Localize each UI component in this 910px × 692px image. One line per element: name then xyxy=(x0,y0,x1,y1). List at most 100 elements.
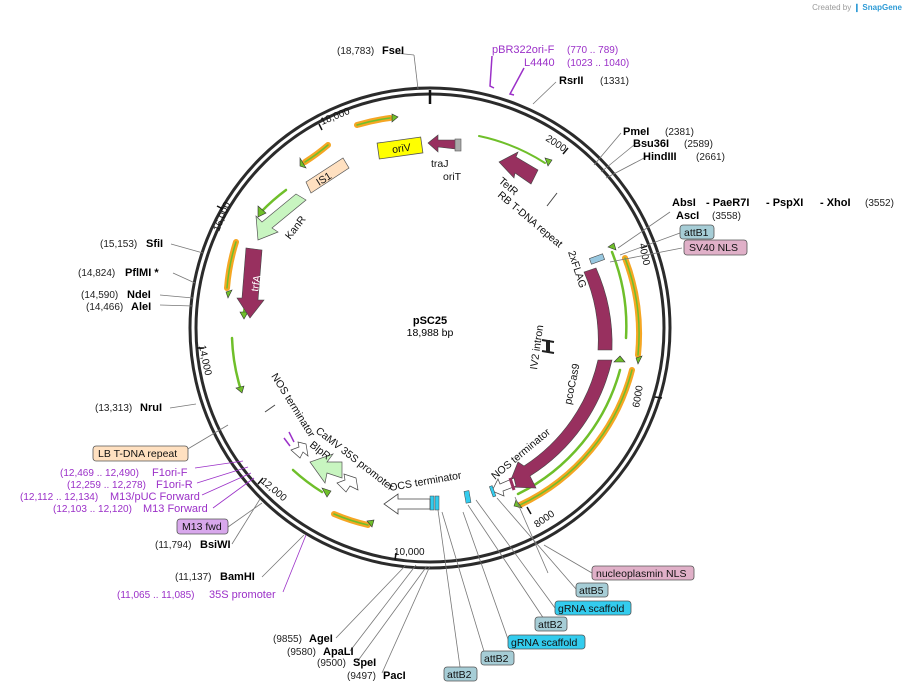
enzyme-SpeI: (9500) SpeI xyxy=(317,657,376,669)
enzyme-BsiWI: (11,794) BsiWI xyxy=(155,539,231,551)
enzyme-ApaLI: (9580) ApaLI xyxy=(287,646,354,658)
box-attB5: attB5 xyxy=(575,582,609,598)
enzyme-name: - XhoI xyxy=(820,197,851,209)
box-gRNA-scaffold-1: gRNA scaffold xyxy=(554,600,632,616)
enzyme-PflMI: (14,824) PflMI * xyxy=(78,267,159,279)
primer-pos: (12,103 .. 12,120) xyxy=(53,504,132,515)
enzyme-pos: (11,137) xyxy=(175,572,212,583)
tick-label: 18,000 xyxy=(319,106,352,128)
snapgene-credit: Created by ❙ SnapGene xyxy=(812,3,902,12)
box-gRNA-scaffold-2: gRNA scaffold xyxy=(507,634,586,650)
primer-name: pBR322ori-F xyxy=(492,44,555,56)
enzyme-PacI: (9497) PacI xyxy=(347,670,406,682)
enzyme-pos: (9855) xyxy=(273,634,302,645)
enzyme-name: BsiWI xyxy=(200,539,231,551)
enzyme-pos: (2589) xyxy=(684,139,713,150)
enzyme-pos: (14,466) xyxy=(86,302,123,313)
box-label: attB5 xyxy=(579,585,604,597)
credit-prefix: Created by xyxy=(812,3,852,12)
traJ-feature xyxy=(427,134,457,153)
primer-L4440: L4440 (1023 .. 1040) xyxy=(524,57,629,69)
IV2-intron-label: IV2 intron xyxy=(528,324,546,370)
box-attB1: attB1 xyxy=(679,224,715,240)
enzyme-name: SfiI xyxy=(146,238,163,250)
enzyme-name: RsrII xyxy=(559,75,583,87)
enzyme-name: Bsu36I xyxy=(633,138,669,150)
box-M13-fwd: M13 fwd xyxy=(176,518,229,535)
primer-name: M13/pUC Forward xyxy=(110,491,200,503)
oriT-label: oriT xyxy=(443,171,462,183)
primer-name: L4440 xyxy=(524,57,555,69)
enzyme-pos: (1331) xyxy=(600,76,629,87)
enzyme-name: ApaLI xyxy=(323,646,354,658)
primer-name: F1ori-F xyxy=(152,467,188,479)
enzyme-name: - PspXI xyxy=(766,197,803,209)
primer-name: 35S promoter xyxy=(209,589,276,601)
box-attB2-1: attB2 xyxy=(534,616,568,632)
box-label: attB2 xyxy=(484,653,509,665)
plasmid-size: 18,988 bp xyxy=(407,327,454,339)
ocs-terminator-label: OCS terminator xyxy=(388,469,462,494)
enzyme-pos: (13,313) xyxy=(95,403,132,414)
enzyme-pos: (11,794) xyxy=(155,540,192,551)
box-SV40-NLS: SV40 NLS xyxy=(683,239,748,256)
enzyme-AleI: (14,466) AleI xyxy=(86,301,151,313)
enzyme-pos: (3558) xyxy=(712,211,741,222)
enzyme-NruI: (13,313) NruI xyxy=(95,402,162,414)
enzyme-pos: (2661) xyxy=(696,152,725,163)
enzyme-RsrII: RsrII (1331) xyxy=(559,75,629,87)
primer-pos: (12,112 .. 12,134) xyxy=(20,492,98,503)
box-LB-T-DNA-repeat: LB T-DNA repeat xyxy=(92,445,189,462)
primer-pos: (1023 .. 1040) xyxy=(567,58,629,69)
trfA-label: trfA xyxy=(249,274,264,292)
snapgene-logo-icon: ❙ xyxy=(853,3,861,12)
enzyme-name: AgeI xyxy=(309,633,333,645)
enzyme-SfiI: (15,153) SfiI xyxy=(100,238,163,250)
KanR-label: KanR xyxy=(283,213,309,241)
enzyme-name: HindIII xyxy=(643,151,677,163)
primer-M13-forward: (12,103 .. 12,120) M13 Forward xyxy=(53,503,208,515)
enzyme-pos: (2381) xyxy=(665,127,694,138)
box-label: attB2 xyxy=(538,619,563,631)
enzyme-HindIII: HindIII (2661) xyxy=(643,151,725,163)
box-label: gRNA scaffold xyxy=(511,637,578,649)
enzyme-name: - PaeR7I xyxy=(706,197,749,209)
ocs-terminator-feature xyxy=(383,493,431,515)
enzyme-name: PflMI * xyxy=(125,267,159,279)
primer-name: M13 Forward xyxy=(143,503,208,515)
backbone-outer xyxy=(188,86,672,570)
enzyme-pos: (9497) xyxy=(347,671,376,682)
box-attB2-3: attB2 xyxy=(443,666,478,682)
box-label: attB2 xyxy=(447,669,472,681)
enzyme-pos: (3552) xyxy=(865,198,894,209)
enzyme-name: AscI xyxy=(676,210,699,222)
box-label: SV40 NLS xyxy=(689,242,738,254)
primer-M13-pUC-forward: (12,112 .. 12,134) M13/pUC Forward xyxy=(20,491,200,503)
primer-pos: (11,065 .. 11,085) xyxy=(117,590,194,601)
enzyme-name: NruI xyxy=(140,402,162,414)
box-label: gRNA scaffold xyxy=(558,603,625,615)
box-label: M13 fwd xyxy=(182,521,222,533)
IS1-feature xyxy=(305,157,350,194)
enzyme-name: FseI xyxy=(382,45,404,57)
box-attB2-2: attB2 xyxy=(480,650,515,666)
enzyme-pos: (9500) xyxy=(317,658,346,669)
primer-pos: (12,259 .. 12,278) xyxy=(67,480,146,491)
enzyme-pos: (9580) xyxy=(287,647,316,658)
enzyme-name: AleI xyxy=(131,301,151,313)
enzyme-pos: (18,783) xyxy=(337,46,374,57)
enzyme-FseI: (18,783) FseI xyxy=(337,45,404,57)
box-label: LB T-DNA repeat xyxy=(98,448,177,460)
oriV-feature xyxy=(376,136,424,160)
plasmid-name: pSC25 xyxy=(413,315,447,327)
pcoCas9-feature xyxy=(507,359,613,489)
trfA-feature xyxy=(236,247,265,319)
enzyme-NdeI: (14,590) NdeI xyxy=(81,289,151,301)
enzyme-AbsI: AbsI - PaeR7I - PspXI - XhoI (3552) xyxy=(672,197,894,209)
nos-terminator-left-label: NOS terminator xyxy=(268,371,317,440)
primer-pos: (770 .. 789) xyxy=(567,45,618,56)
enzyme-Bsu36I: Bsu36I (2589) xyxy=(633,138,713,150)
traJ-label: traJ xyxy=(431,158,449,170)
box-label: nucleoplasmin NLS xyxy=(596,568,686,580)
